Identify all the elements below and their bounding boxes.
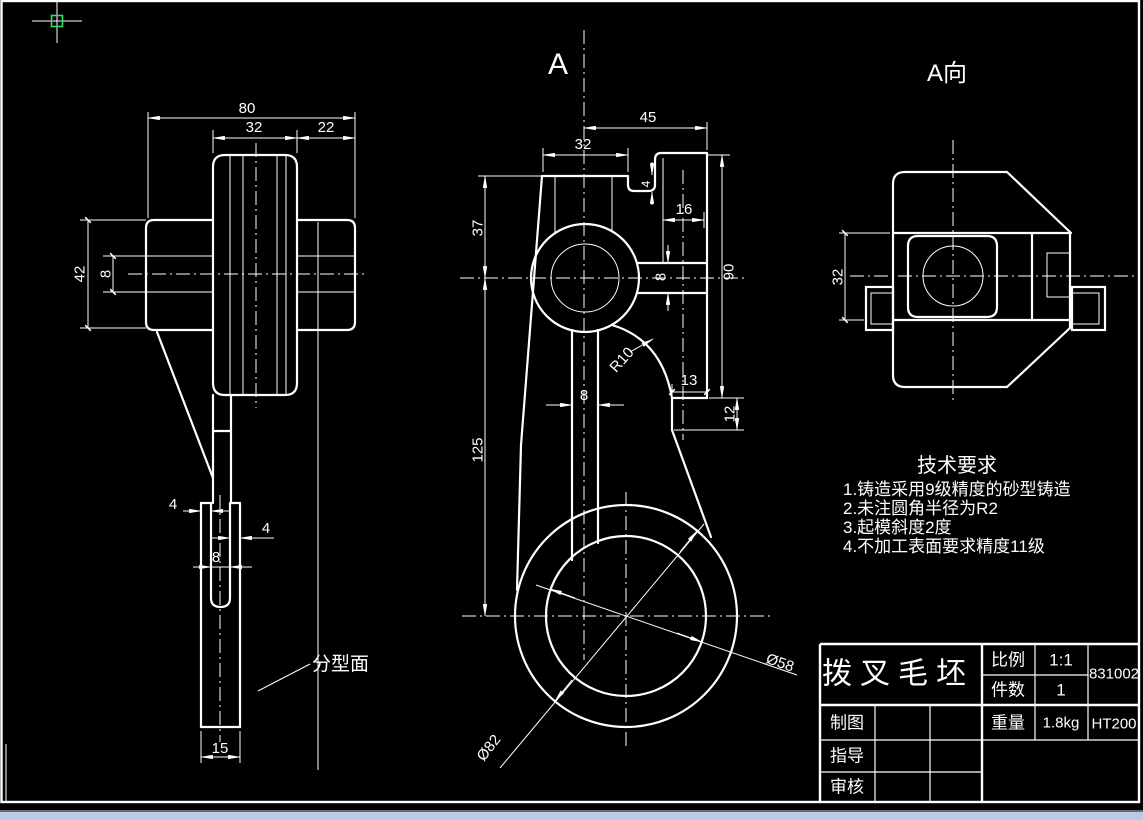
dim-r10-label: R10 [606, 344, 637, 376]
dim-13-label: 13 [681, 372, 698, 389]
dim-80-label: 80 [239, 100, 256, 117]
dim-4-right-label: 4 [262, 520, 270, 537]
dim-4-notch-label: 4 [639, 180, 653, 187]
dim-32-right-label: 32 [830, 269, 847, 286]
dim-37-label: 37 [470, 220, 487, 237]
dim-dia82-label: Ø82 [474, 732, 505, 765]
dim-125-label: 125 [470, 437, 487, 462]
tech-requirement-item: 2.未注圆角半径为R2 [843, 499, 998, 518]
qty-value: 1 [1056, 681, 1065, 700]
dim-32-mid-label: 32 [575, 136, 592, 153]
dim-8-stem-slot-label: 8 [212, 549, 220, 566]
dim-90-label: 90 [721, 264, 738, 281]
dim-8-arm-label: 8 [653, 273, 670, 281]
status-bar[interactable] [0, 812, 1143, 820]
crosshair-cursor [32, 0, 82, 43]
sheet-border [0, 0, 1141, 804]
dim-42-label: 42 [72, 266, 89, 283]
dim-8-stem-label: 8 [580, 387, 588, 404]
tech-requirements: 技术要求 1.铸造采用9级精度的砂型铸造 2.未注圆角半径为R2 3.起模斜度2… [843, 454, 1071, 556]
tech-requirement-item: 3.起模斜度2度 [843, 518, 952, 537]
parting-surface-label: 分型面 [312, 653, 369, 675]
part-name: 拨叉毛坯 [822, 658, 974, 691]
weight-label: 重量 [991, 714, 1025, 733]
left-view: 分型面 80 32 22 42 8 4 4 8 [72, 100, 369, 770]
tech-requirements-title: 技术要求 [917, 454, 997, 477]
dim-15-label: 15 [212, 740, 229, 757]
right-view: A向 32 [830, 60, 1135, 400]
dim-8-flange-label: 8 [98, 270, 115, 278]
title-block: 拨叉毛坯 比例 1:1 件数 1 831002 制图 重量 1.8kg HT20… [818, 642, 1140, 802]
weight-value: 1.8kg [1043, 715, 1080, 732]
scale-value: 1:1 [1049, 651, 1073, 670]
review-label: 审核 [830, 778, 864, 797]
scale-label: 比例 [991, 651, 1025, 670]
dim-4-left-label: 4 [169, 496, 177, 513]
drawing-number: 831002 [1089, 666, 1139, 683]
dim-dia58-label: Ø58 [764, 650, 796, 675]
dim-45-label: 45 [640, 109, 657, 126]
view-a-label: A向 [927, 60, 967, 87]
dim-22-label: 22 [318, 119, 335, 136]
dim-32-label: 32 [246, 119, 263, 136]
qty-label: 件数 [991, 681, 1025, 700]
tech-requirement-item: 1.铸造采用9级精度的砂型铸造 [843, 480, 1071, 499]
statusbar-divider [0, 810, 1143, 812]
material: HT200 [1091, 716, 1136, 733]
section-label-a: A [548, 48, 568, 81]
dim-16-label: 16 [676, 201, 693, 218]
middle-view: A 45 32 4 [460, 30, 798, 769]
tech-requirement-item: 4.不加工表面要求精度11级 [843, 537, 1045, 556]
draft-label: 制图 [830, 714, 864, 733]
pickbox-icon [50, 14, 64, 28]
advisor-label: 指导 [830, 747, 864, 766]
dim-12-label: 12 [722, 406, 739, 423]
